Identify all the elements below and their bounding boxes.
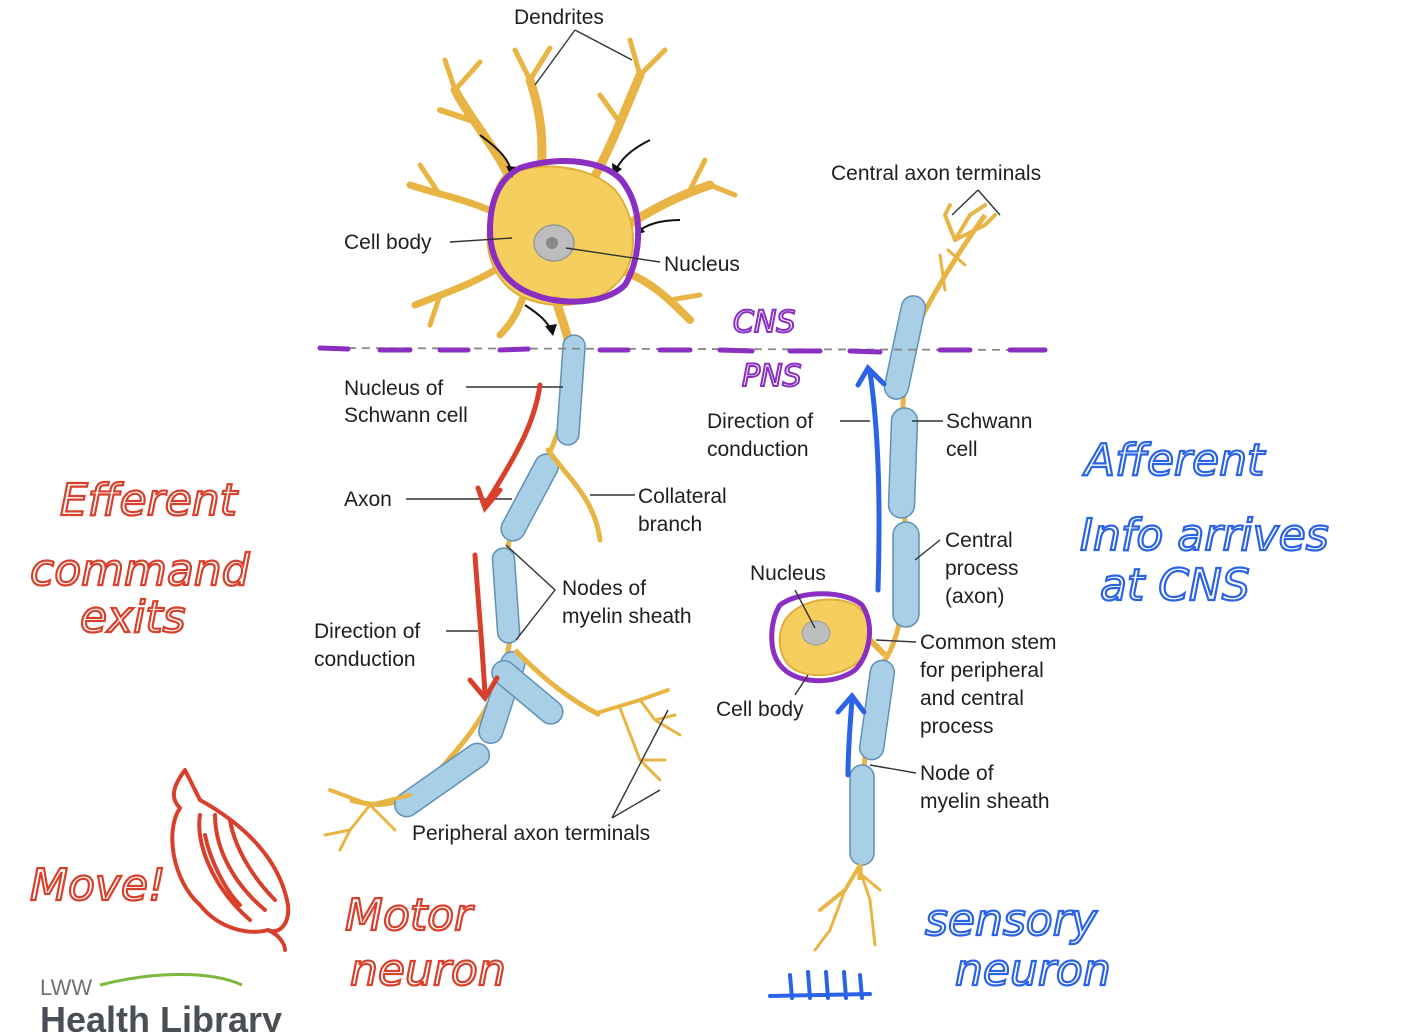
myelin-segment [883, 295, 927, 400]
annotation-pns: PNS [742, 359, 802, 394]
annotation-efferent-1: Efferent [60, 475, 239, 526]
annotation-cns: CNS [733, 305, 795, 340]
annotations: CNS PNS Efferent command exits Move! Mot… [29, 304, 1330, 1000]
label-node-2: myelin sheath [920, 790, 1050, 813]
myelin-segment [394, 742, 490, 818]
label-common-stem-2: for peripheral [920, 659, 1044, 682]
lww-health-library-logo: LWW Health Library [40, 973, 282, 1032]
receptor-sketch-icon [768, 970, 872, 1000]
annotation-efferent-3: exits [80, 592, 186, 643]
sensory-nucleus [801, 620, 831, 646]
labels: Dendrites Cell body Nucleus Nucleus of S… [314, 6, 1057, 845]
label-collateral-1: Collateral [638, 485, 727, 508]
afferent-arrow-1 [867, 369, 882, 593]
motor-cell-circle [486, 158, 642, 305]
annotation-motor-2: neuron [350, 945, 506, 996]
label-central-process-2: process [945, 557, 1019, 580]
myelin-segment [892, 521, 920, 628]
annotation-afferent-3: at CNS [1100, 560, 1250, 611]
cns-pns-purple-dashes [317, 345, 1048, 355]
label-nodes-2: myelin sheath [562, 605, 692, 628]
sensory-neuron [778, 203, 997, 952]
afferent-arrow-2 [845, 697, 855, 778]
label-direction-sensory-1: Direction of [707, 410, 813, 433]
label-direction-sensory-2: conduction [707, 438, 809, 461]
muscle-sketch-icon [170, 768, 291, 952]
label-common-stem-3: and central [920, 687, 1024, 710]
motor-axon [323, 334, 682, 852]
label-schwann-2: cell [946, 438, 978, 461]
label-nodes-1: Nodes of [562, 577, 646, 600]
myelin-segment [849, 764, 875, 866]
annotation-afferent-2: Info arrives [1080, 510, 1329, 561]
label-direction-motor-1: Direction of [314, 620, 420, 643]
label-peripheral-terminals: Peripheral axon terminals [412, 822, 650, 845]
efferent-arrow-1 [482, 382, 543, 508]
myelin-segment [500, 453, 560, 542]
annotation-sensory-2: neuron [955, 945, 1111, 996]
label-nucleus-sensory: Nucleus [750, 562, 826, 585]
myelin-segment [491, 547, 521, 644]
myelin-segment [491, 659, 564, 725]
label-dendrites: Dendrites [514, 6, 604, 29]
sensory-cell-circle [769, 591, 872, 684]
label-common-stem-4: process [920, 715, 994, 738]
annotation-motor-1: Motor [345, 890, 475, 941]
efferent-arrow-2 [472, 552, 488, 698]
myelin-segment [556, 334, 586, 446]
myelin-segment [887, 407, 919, 519]
label-cell-body-motor: Cell body [344, 231, 432, 254]
label-central-process-3: (axon) [945, 585, 1005, 608]
myelin-segment [858, 659, 896, 761]
annotation-efferent-2: command [30, 545, 251, 596]
label-schwann-1: Schwann [946, 410, 1032, 433]
logo-big: Health Library [40, 999, 282, 1032]
annotation-sensory-1: sensory [925, 895, 1098, 946]
label-central-terminals: Central axon terminals [831, 162, 1041, 185]
logo-small: LWW [40, 975, 92, 1000]
label-axon: Axon [344, 488, 392, 511]
label-common-stem-1: Common stem [920, 631, 1057, 654]
label-nucleus-motor: Nucleus [664, 253, 740, 276]
label-nucleus-schwann-2: Schwann cell [344, 404, 468, 427]
label-collateral-2: branch [638, 513, 702, 536]
label-direction-motor-2: conduction [314, 648, 416, 671]
motor-neuron [323, 37, 738, 852]
cns-pns-boundary [319, 347, 1046, 351]
annotation-move: Move! [30, 860, 166, 911]
label-node-1: Node of [920, 762, 994, 785]
label-nucleus-schwann-1: Nucleus of [344, 377, 443, 400]
label-central-process-1: Central [945, 529, 1013, 552]
label-cell-body-sensory: Cell body [716, 698, 804, 721]
annotation-afferent-1: Afferent [1082, 435, 1266, 486]
